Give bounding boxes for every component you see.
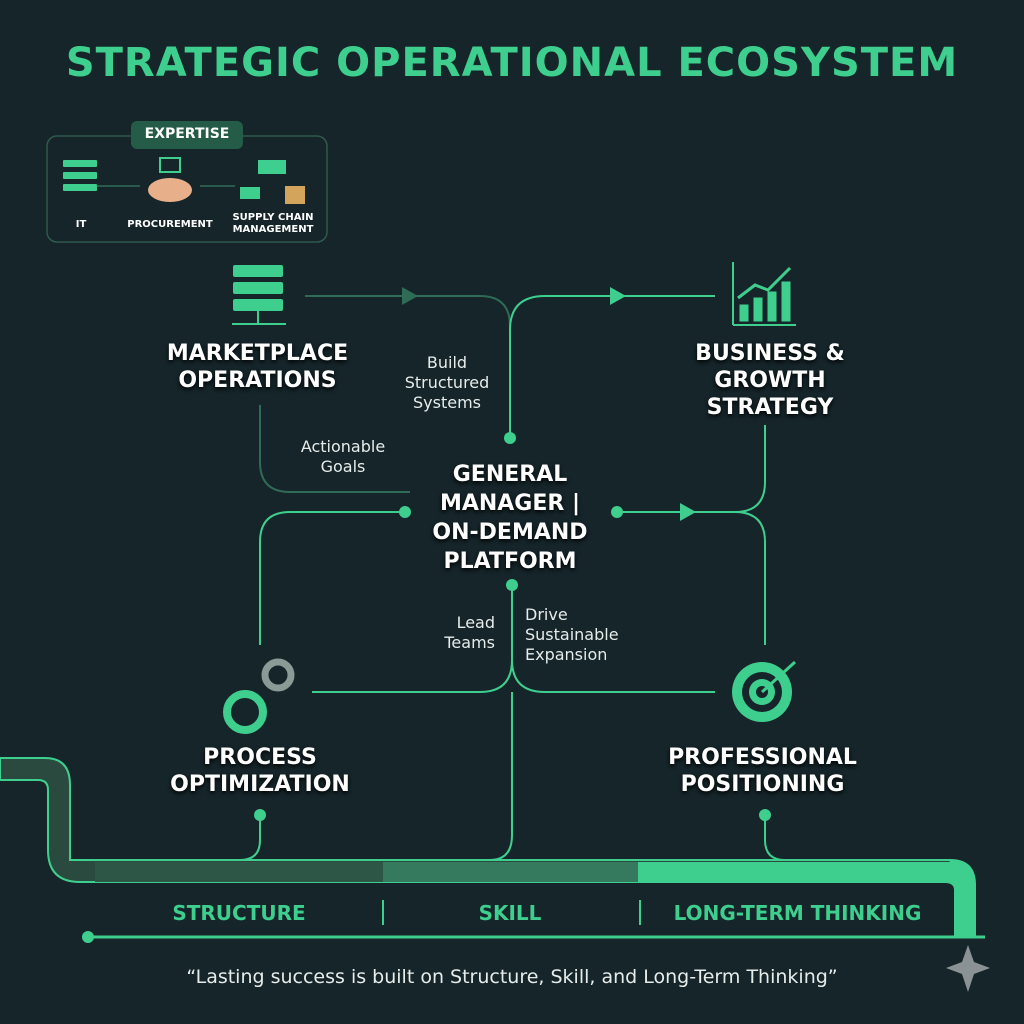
gears-icon <box>223 658 295 734</box>
node-business-growth-strategy: BUSINESS & GROWTH STRATEGY <box>695 341 845 420</box>
handshake-icon <box>148 157 192 202</box>
expertise-header-bg <box>131 121 243 149</box>
expertise-procurement: PROCUREMENT <box>127 219 213 230</box>
expertise-it: IT <box>75 219 87 230</box>
page-title: STRATEGIC OPERATIONAL ECOSYSTEM <box>65 40 959 86</box>
node-professional-positioning: PROFESSIONAL POSITIONING <box>668 745 857 797</box>
server-icon <box>232 265 286 325</box>
edge-label-lead: Lead Teams <box>444 613 495 652</box>
edge-label-build: Build Structured Systems <box>404 353 490 412</box>
expertise-header: EXPERTISE <box>144 126 230 142</box>
node-general-manager: GENERAL MANAGER | ON-DEMAND PLATFORM <box>432 462 588 574</box>
node-process-optimization: PROCESS OPTIMIZATION <box>170 745 350 797</box>
truck-icon <box>240 160 305 204</box>
quote: “Lasting success is built on Structure, … <box>186 966 838 988</box>
edge-label-drive: Drive Sustainable Expansion <box>525 605 619 664</box>
growth-chart-icon <box>732 262 796 326</box>
expertise-supply-chain: SUPPLY CHAIN MANAGEMENT <box>232 212 314 235</box>
sparkle-icon <box>946 945 990 992</box>
node-marketplace-operations: MARKETPLACE OPERATIONS <box>166 341 349 393</box>
foundation-structure: STRUCTURE <box>172 901 306 925</box>
foundation-long-term-thinking: LONG-TERM THINKING <box>673 901 922 925</box>
it-server-icon <box>63 160 97 191</box>
target-icon <box>732 660 797 722</box>
foundation-skill: SKILL <box>478 901 542 925</box>
edge-label-actionable: Actionable Goals <box>300 437 386 476</box>
